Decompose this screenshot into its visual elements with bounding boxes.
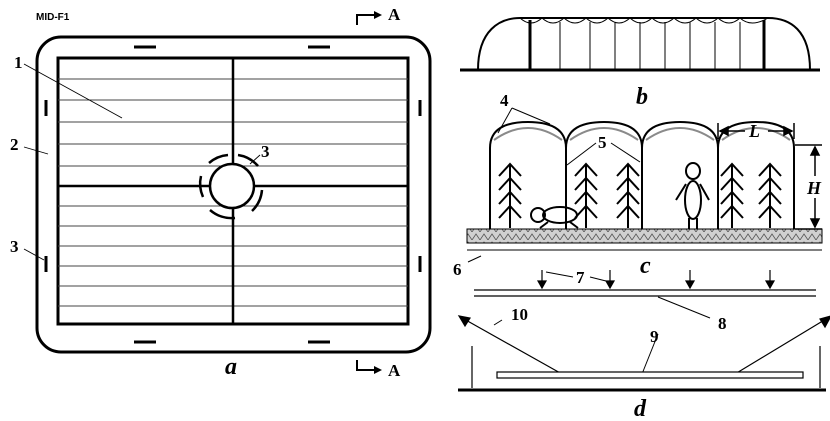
dome-inner-film: [493, 127, 791, 141]
person-lying-icon: [530, 206, 579, 229]
callout-6: 6: [453, 260, 462, 279]
callout-7: 7: [576, 268, 585, 287]
panel-label-c: c: [640, 253, 651, 279]
panel-a-plan-view: MID-F1: [10, 5, 432, 380]
callout-3-left: 3: [10, 237, 19, 256]
dimension-h-label: H: [806, 178, 822, 198]
callout-2: 2: [10, 135, 19, 154]
panel-c-section: 4 5 6 L H c: [453, 91, 823, 279]
section-mark-bottom: A: [356, 360, 401, 380]
dome-row: [489, 120, 795, 229]
panel-b-scallops: [519, 17, 769, 24]
outer-frame: [35, 35, 432, 354]
frame-openings: [44, 45, 422, 344]
callout-3-center: 3: [261, 142, 270, 161]
panel-label-d: d: [634, 396, 647, 421]
panel-b-dome-outline: [477, 17, 811, 71]
panel-label-b: b: [636, 84, 648, 110]
ground-strip: [466, 228, 823, 244]
lamp-bar: [496, 371, 804, 379]
dimension-l: [717, 123, 795, 139]
central-column: [208, 162, 256, 210]
figure-id-tag: MID-F1: [36, 12, 70, 23]
down-arrows: [536, 270, 776, 290]
panel-label-a: a: [225, 354, 237, 380]
person-standing-icon: [675, 162, 710, 229]
svg-text:A: A: [388, 5, 401, 24]
panel-a-leaders: [23, 63, 261, 261]
panel-d-leaders: [493, 271, 711, 375]
callout-1: 1: [14, 53, 23, 72]
callout-4: 4: [500, 91, 509, 110]
callout-9: 9: [650, 327, 659, 346]
callout-10: 10: [511, 305, 528, 324]
callout-5: 5: [598, 133, 607, 152]
panel-b-ribs: [559, 22, 741, 70]
dimension-h: [795, 144, 822, 230]
panel-c-leaders: [467, 107, 641, 263]
section-mark-top: A: [356, 5, 401, 25]
tree-icons: [498, 162, 782, 228]
panel-b-elevation: b: [460, 17, 820, 110]
central-arcs: [198, 153, 264, 220]
panel-d-lighting: 7 8 10 9 d: [457, 268, 830, 421]
light-rays: [457, 315, 830, 375]
callout-8: 8: [718, 314, 727, 333]
dimension-l-label: L: [748, 121, 760, 141]
svg-text:A: A: [388, 361, 401, 380]
